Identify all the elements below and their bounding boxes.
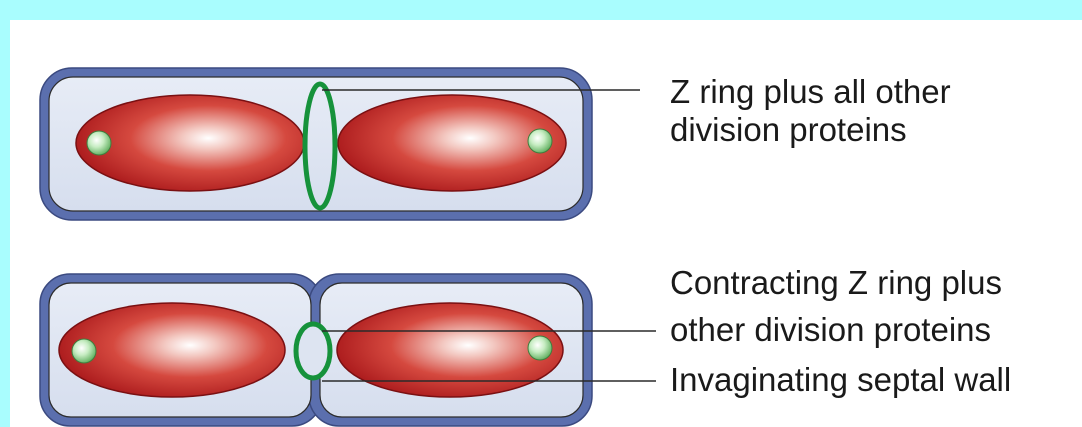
contracting-label-line-1: Contracting Z ring plus	[670, 265, 1002, 301]
bottom-left-granule	[72, 339, 96, 363]
bottom-cell	[40, 274, 592, 426]
contracting-z-ring	[296, 324, 330, 378]
top-cell	[40, 68, 592, 220]
septal-wall-label: Invaginating septal wall	[670, 362, 1011, 398]
z-ring-label-line-2: division proteins	[670, 112, 907, 148]
top-left-granule	[87, 131, 111, 155]
z-ring-label-line-1: Z ring plus all other	[670, 74, 951, 110]
contracting-label-line-2: other division proteins	[670, 312, 991, 348]
bottom-right-granule	[528, 336, 552, 360]
top-right-granule	[528, 129, 552, 153]
